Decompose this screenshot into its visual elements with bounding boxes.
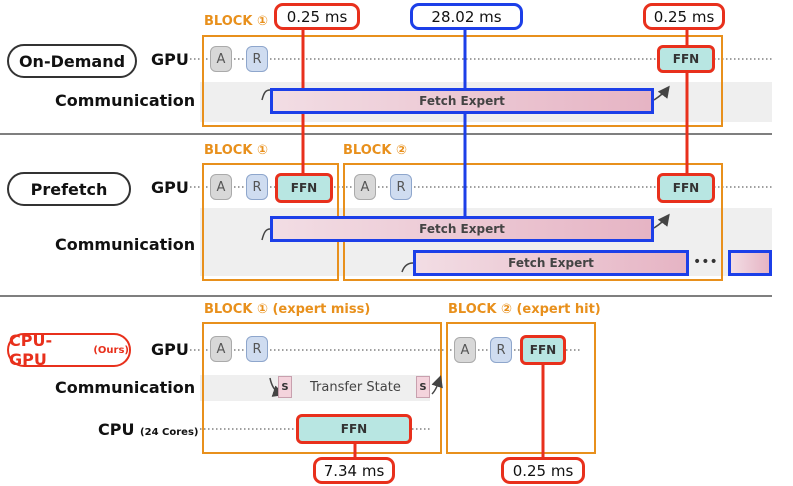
block-title: BLOCK ① [204, 14, 268, 29]
router-token: R [246, 336, 268, 362]
time-badge: 0.25 ms [501, 457, 585, 484]
ffn-block: FFN [657, 173, 715, 203]
comm-label: Communication [55, 91, 196, 110]
ellipsis-dots: ••• [693, 254, 718, 270]
cpugpu-label: CPU-GPU (Ours) [7, 331, 131, 369]
start-arrow [401, 262, 414, 273]
gpu-label: GPU [151, 50, 189, 69]
router-token: R [246, 46, 268, 72]
time-badge: 28.02 ms [410, 3, 523, 30]
time-badge: 0.25 ms [274, 3, 360, 30]
attention-token: A [454, 337, 476, 363]
state-box: S [278, 376, 292, 398]
time-badge: 7.34 ms [313, 457, 395, 484]
ondemand-label: On-Demand [7, 44, 137, 78]
block-title: BLOCK ② [343, 143, 407, 158]
fetch-expert-bar-next [728, 250, 772, 276]
end-arrow [653, 213, 670, 229]
cpu-label: CPU (24 Cores) [98, 420, 199, 439]
block-outline [202, 35, 723, 127]
router-token: R [390, 174, 412, 200]
transfer-state-label: Transfer State [310, 380, 401, 395]
fetch-expert-bar: Fetch Expert [270, 88, 654, 114]
state-box: S [416, 376, 430, 398]
attention-token: A [210, 46, 232, 72]
fetch-expert-bar: Fetch Expert [270, 216, 654, 242]
time-badge: 0.25 ms [643, 3, 725, 30]
start-arrow [261, 89, 271, 101]
attention-token: A [210, 336, 232, 362]
start-arrow [261, 228, 271, 241]
prefetch-label: Prefetch [7, 172, 131, 206]
state-arrow [431, 375, 443, 395]
gpu-label: GPU [151, 340, 189, 359]
ffn-block: FFN [275, 173, 333, 203]
gpu-label: GPU [151, 178, 189, 197]
block-title: BLOCK ① (expert miss) [204, 302, 371, 317]
block-title: BLOCK ② (expert hit) [448, 302, 601, 317]
attention-token: A [354, 174, 376, 200]
comm-band-cpugpu [200, 375, 430, 401]
comm-label: Communication [55, 235, 196, 254]
ffn-block: FFN [657, 45, 715, 73]
comm-label: Communication [55, 378, 196, 397]
attention-token: A [210, 174, 232, 200]
router-token: R [246, 174, 268, 200]
block-title: BLOCK ① [204, 143, 268, 158]
cpu-ffn-block: FFN [296, 414, 412, 444]
ffn-block: FFN [520, 335, 566, 365]
block-outline [446, 322, 596, 454]
end-arrow [653, 85, 670, 101]
router-token: R [490, 337, 512, 363]
fetch-expert-bar: Fetch Expert [413, 250, 689, 276]
